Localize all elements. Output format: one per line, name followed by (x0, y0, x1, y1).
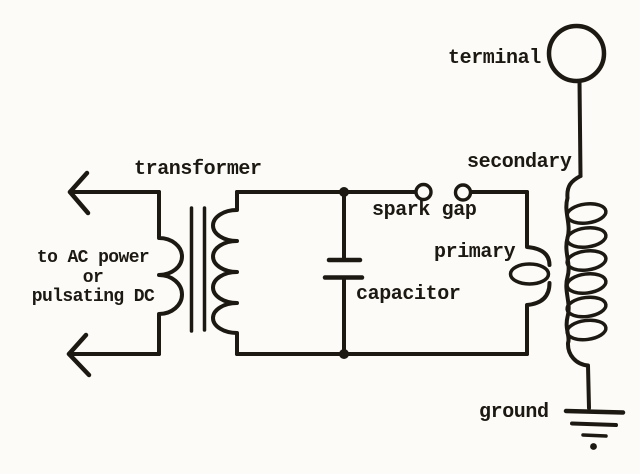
secondary-coil-spine (564, 174, 591, 410)
transformer-label: transformer (134, 158, 262, 181)
spark-gap-electrode-left (414, 182, 433, 202)
secondary-label: secondary (467, 151, 572, 174)
terminal-sphere (546, 23, 607, 84)
primary-label: primary (434, 241, 516, 264)
junction-dot-bottom (339, 349, 349, 359)
terminal-label: terminal (448, 47, 541, 70)
power-source-label: to AC power or pulsating DC (18, 248, 168, 308)
ground-label: ground (479, 401, 549, 424)
ground-icon (563, 408, 626, 450)
transformer-primary-winding (157, 190, 184, 356)
ac-arrow-bottom-icon (66, 332, 161, 378)
power-source-line2: or (82, 267, 104, 288)
transformer-core (189, 206, 207, 333)
secondary-coil-loops (565, 202, 608, 342)
primary-coil-wire (525, 190, 552, 356)
terminal-lead (577, 79, 583, 178)
primary-coil-loop (508, 262, 551, 286)
capacitor-label: capacitor (356, 283, 461, 306)
spark-gap-electrode-right (453, 183, 473, 202)
junction-dot-top (339, 187, 349, 197)
power-source-line1: to AC power (36, 248, 150, 268)
transformer-secondary-winding (211, 190, 239, 356)
spark-gap-label: spark gap (372, 199, 477, 222)
ac-arrow-top-icon (67, 170, 161, 216)
power-source-line3: pulsating DC (31, 287, 155, 307)
